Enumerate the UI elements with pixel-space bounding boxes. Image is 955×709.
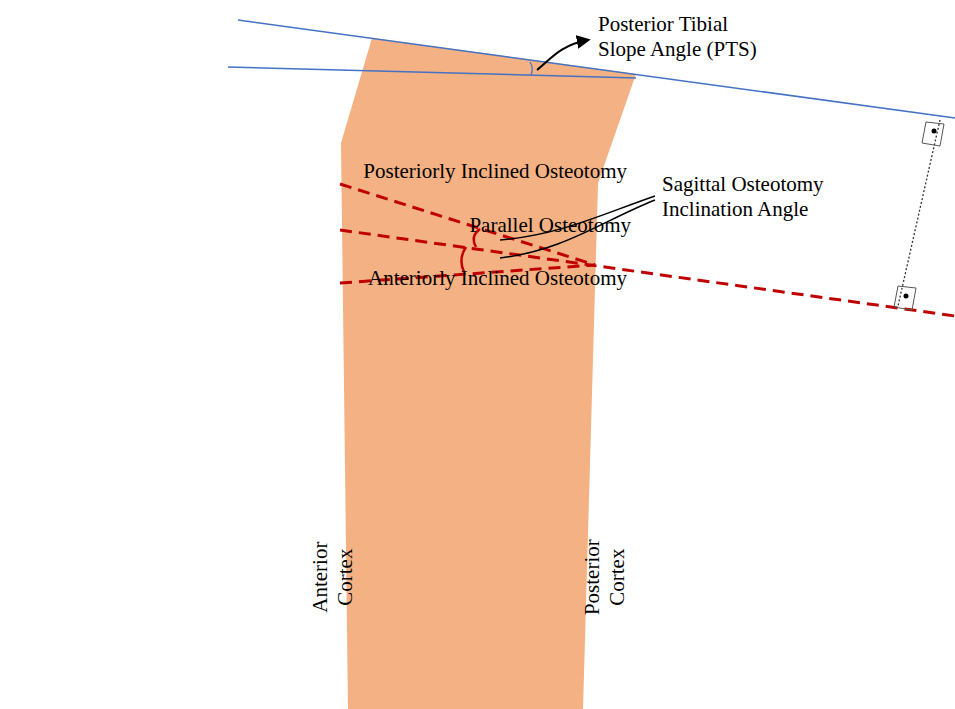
cortex-label: Anterior Cortex	[308, 533, 358, 621]
right-angle-marker	[894, 286, 916, 310]
slope-angle-arc	[530, 62, 532, 75]
callout-label: Sagittal Osteotomy Inclination Angle	[662, 172, 862, 222]
tibia-bone	[341, 38, 636, 709]
plateau-line	[238, 20, 955, 118]
osteotomy-label: Posteriorly Inclined Osteotomy	[363, 159, 627, 184]
callout-label: Posterior Tibial Slope Angle (PTS)	[598, 12, 778, 62]
osteotomy-label: Anteriorly Inclined Osteotomy	[368, 266, 627, 291]
right-angle-dot	[904, 294, 909, 299]
reference-line	[228, 67, 636, 78]
perpendicular-line	[898, 120, 940, 306]
cortex-label: Posterior Cortex	[580, 528, 630, 626]
leader-arrow	[537, 40, 588, 70]
right-angle-marker	[922, 122, 944, 146]
parallel-osteotomy-line	[340, 230, 955, 316]
osteotomy-label: Parallel Osteotomy	[469, 213, 631, 238]
right-angle-dot	[932, 129, 937, 134]
